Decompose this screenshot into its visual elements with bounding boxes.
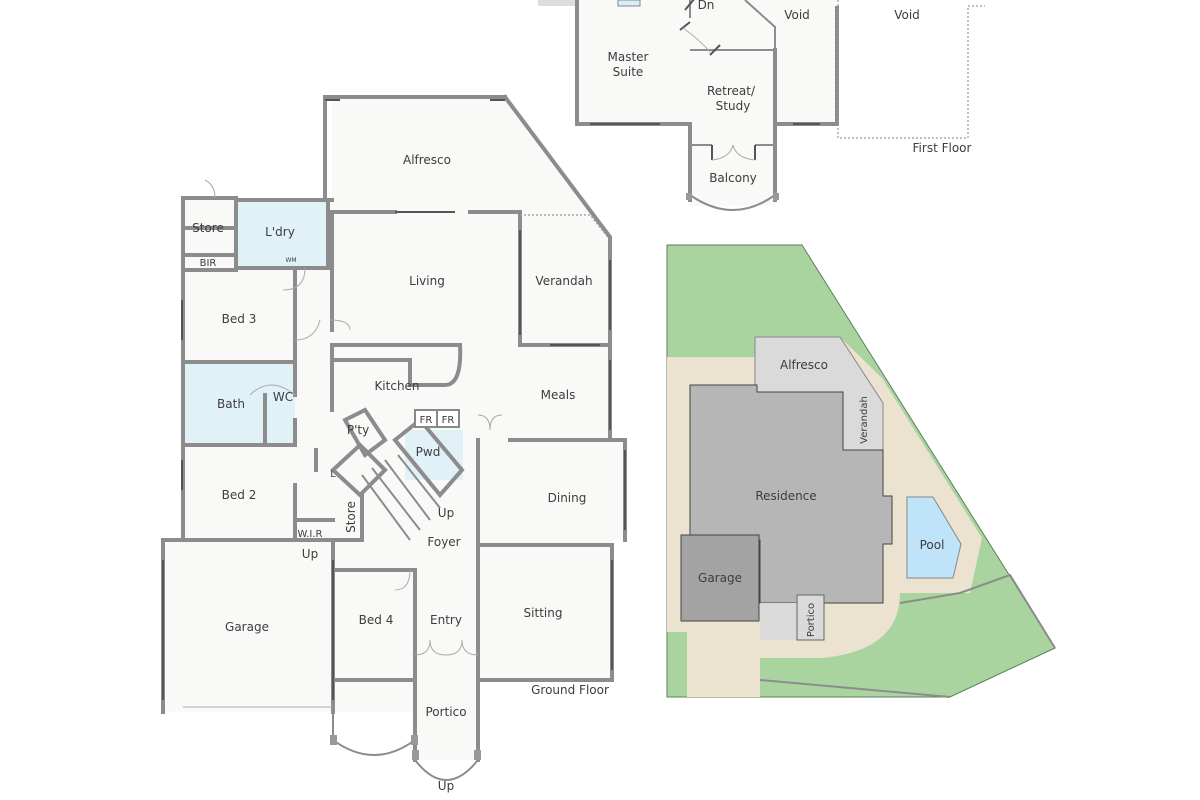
label-retreat-1: Retreat/: [707, 84, 756, 98]
site-label-verandah: Verandah: [859, 396, 870, 444]
label-meals: Meals: [541, 388, 576, 402]
label-washing-machine: WM: [285, 257, 296, 264]
label-kitchen: Kitchen: [374, 379, 419, 393]
label-garage-step-up: Up: [302, 547, 318, 561]
site-label-alfresco: Alfresco: [780, 358, 828, 372]
label-fridge-2: FR: [442, 415, 455, 426]
site-portico: [796, 594, 825, 641]
label-laundry: L'dry: [265, 225, 295, 239]
label-living: Living: [409, 274, 445, 288]
label-portico-step-up: Up: [438, 779, 454, 793]
label-master-suite-2: Suite: [613, 65, 644, 79]
first-floor-plan: Dn Master Suite Retreat/ Study Void Void…: [538, 0, 985, 211]
label-bath: Bath: [217, 397, 245, 411]
label-stairs-down: Dn: [698, 0, 715, 12]
site-label-residence: Residence: [755, 489, 816, 503]
label-void-2: Void: [894, 8, 920, 22]
label-void-1: Void: [784, 8, 810, 22]
label-pantry: P'ty: [347, 423, 369, 437]
label-store: Store: [192, 221, 224, 235]
label-portico: Portico: [425, 705, 466, 719]
ground-floor-title: Ground Floor: [531, 683, 609, 697]
first-floor-title: First Floor: [913, 141, 972, 155]
site-label-pool: Pool: [920, 538, 945, 552]
label-wc: WC: [273, 390, 293, 404]
first-floor-wall-fragment: [538, 0, 578, 6]
label-wir: W.I.R: [298, 529, 323, 540]
site-label-garage: Garage: [698, 571, 742, 585]
label-dining: Dining: [548, 491, 587, 505]
label-fridge-1: FR: [420, 415, 433, 426]
label-bed4: Bed 4: [359, 613, 394, 627]
label-linen: L: [330, 469, 336, 480]
site-garage: [680, 534, 760, 622]
label-powder: Pwd: [416, 445, 441, 459]
label-sitting: Sitting: [524, 606, 563, 620]
label-garage: Garage: [225, 620, 269, 634]
label-stairs-up: Up: [438, 506, 454, 520]
ground-floor-plan: Alfresco Store L'dry BIR WM Living Veran…: [161, 94, 627, 793]
site-plan: Alfresco Verandah Residence Pool Garage …: [666, 244, 1056, 698]
site-porch: [760, 603, 798, 640]
site-label-portico: Portico: [806, 603, 817, 637]
label-bir: BIR: [200, 258, 217, 269]
label-store-2: Store: [344, 501, 358, 533]
label-alfresco: Alfresco: [403, 153, 451, 167]
label-bed3: Bed 3: [222, 312, 257, 326]
label-bed2: Bed 2: [222, 488, 257, 502]
label-balcony: Balcony: [709, 171, 757, 185]
label-foyer: Foyer: [427, 535, 460, 549]
label-master-suite-1: Master: [608, 50, 649, 64]
site-residence: [689, 384, 893, 604]
label-entry: Entry: [430, 613, 462, 627]
label-verandah: Verandah: [535, 274, 592, 288]
site-pool: [906, 496, 962, 579]
label-retreat-2: Study: [716, 99, 751, 113]
